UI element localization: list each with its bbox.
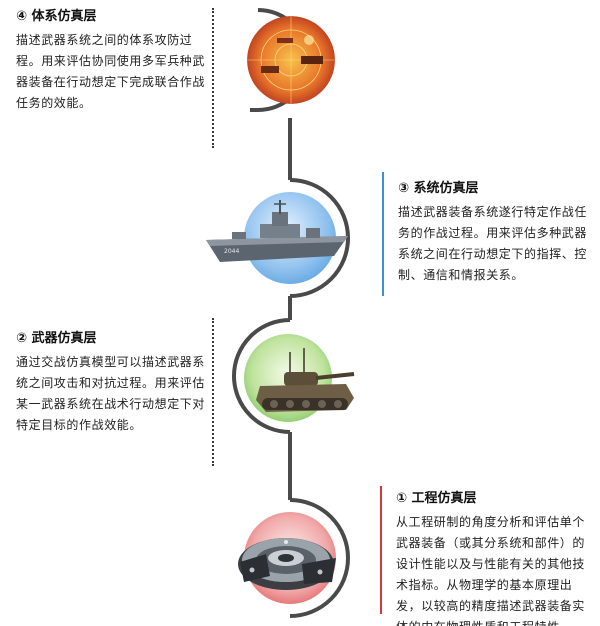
layer2-divider <box>212 318 214 466</box>
layer3-text: ③ 系统仿真层 描述武器装备系统遂行特定作战任务的作战过程。用来评估多种武器系统… <box>398 180 594 286</box>
layer1-desc: 从工程研制的角度分析和评估单个武器装备（或其分系统和部件）的设计性能以及与性能有… <box>396 515 586 626</box>
battlefield-radar-icon <box>247 16 335 104</box>
layer1-text: ① 工程仿真层 从工程研制的角度分析和评估单个武器装备（或其分系统和部件）的设计… <box>396 490 596 626</box>
hull-number: 2044 <box>224 248 239 255</box>
layer4-title: ④ 体系仿真层 <box>16 9 97 24</box>
mechanical-component-icon <box>232 524 342 598</box>
layer2-text: ② 武器仿真层 通过交战仿真模型可以描述武器系统之间攻击和对抗过程。用来评估某一… <box>16 330 212 436</box>
layer4-text: ④ 体系仿真层 描述武器系统之间的体系攻防过程。用来评估协同使用多军兵种武器装备… <box>16 8 212 114</box>
warship-icon: 2044 <box>202 198 352 276</box>
layer4-desc: 描述武器系统之间的体系攻防过程。用来评估协同使用多军兵种武器装备在行动想定下完成… <box>16 33 206 110</box>
layer1-title: ① 工程仿真层 <box>396 491 477 506</box>
layer1-divider <box>380 486 382 614</box>
layer2-title: ② 武器仿真层 <box>16 331 97 346</box>
tank-icon <box>254 346 358 420</box>
layer3-desc: 描述武器装备系统遂行特定作战任务的作战过程。用来评估多种武器系统之间在行动想定下… <box>398 205 588 282</box>
layer2-desc: 通过交战仿真模型可以描述武器系统之间攻击和对抗过程。用来评估某一武器系统在战术行… <box>16 355 206 432</box>
layer3-title: ③ 系统仿真层 <box>398 181 479 196</box>
layer3-divider <box>382 172 384 296</box>
layer4-divider <box>212 8 214 148</box>
